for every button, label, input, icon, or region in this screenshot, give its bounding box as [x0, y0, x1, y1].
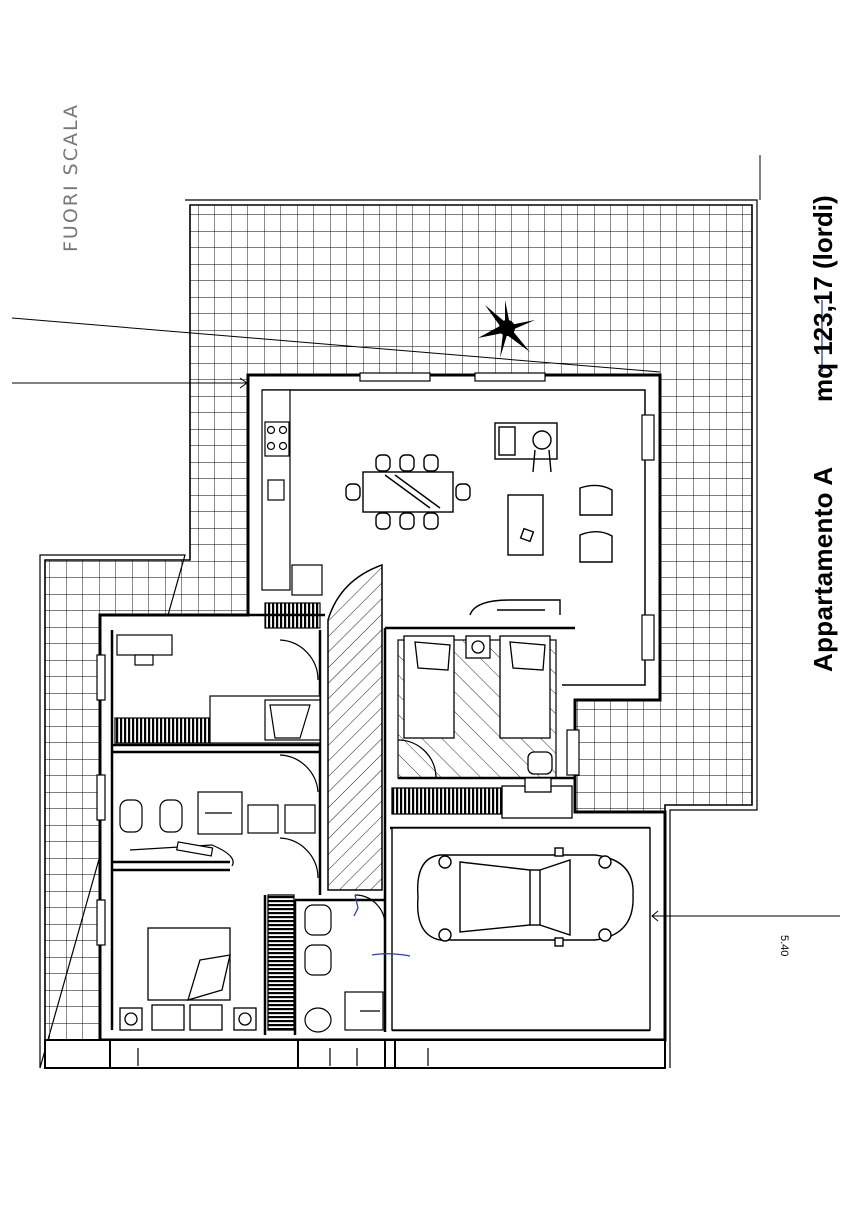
apartment-title: Appartamento A [808, 466, 838, 672]
bathroom-small [304, 894, 386, 1033]
blue-pen-marks [353, 300, 823, 957]
dining-table [345, 454, 471, 530]
handwritten-note: FUORI SCALA [60, 103, 82, 252]
bottom-strip [44, 1039, 666, 1069]
windows [96, 372, 655, 946]
kitchen [261, 389, 323, 596]
twin-bedroom [391, 635, 573, 819]
dimension-label: 5.40 [778, 935, 790, 957]
area-label: mq 123,17 (lordi) [808, 195, 838, 402]
plant-icon [478, 300, 535, 358]
living-room [469, 422, 613, 616]
pencil-lines [11, 155, 840, 922]
study-room [114, 602, 321, 744]
garage [391, 827, 651, 1031]
bathroom-main [119, 754, 319, 879]
master-bedroom [119, 894, 295, 1031]
corridor-hatched [327, 563, 383, 891]
